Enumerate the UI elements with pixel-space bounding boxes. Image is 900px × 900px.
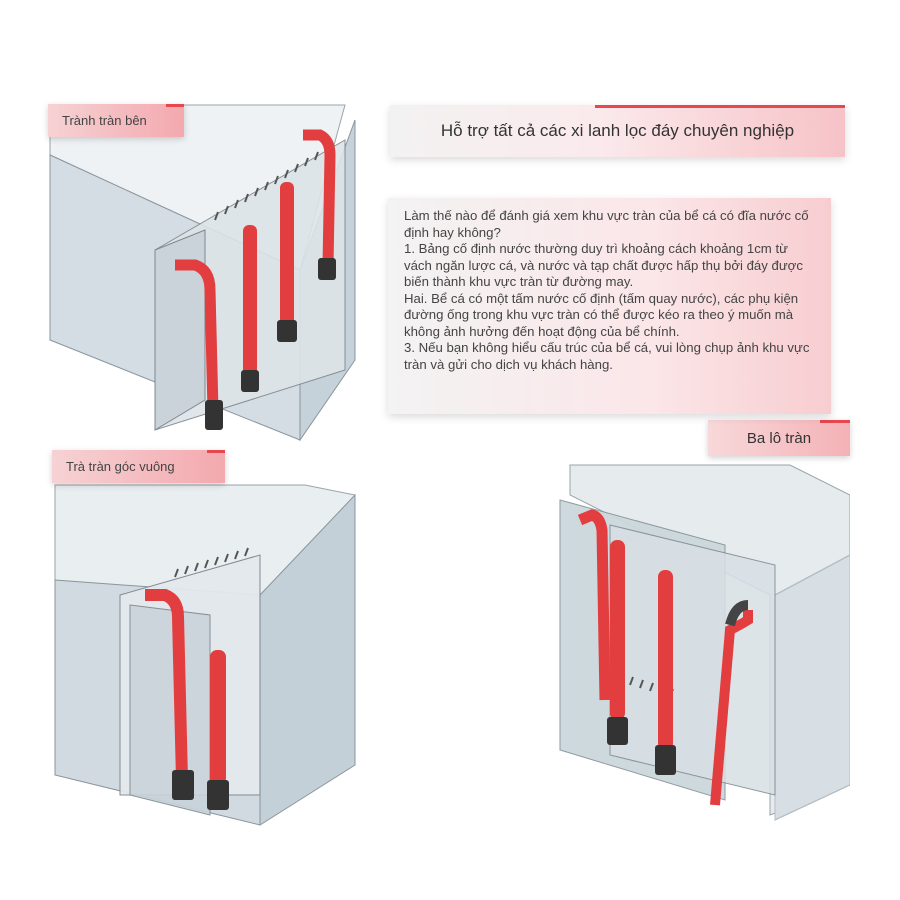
info-line: Hai. Bể cá có một tấm nước cố định (tấm … bbox=[404, 290, 799, 339]
side-overflow-tank-illustration bbox=[49, 104, 356, 442]
info-line: 1. Bảng cố định nước thường duy trì khoả… bbox=[404, 241, 803, 289]
page-title-text: Hỗ trợ tất cả các xi lanh lọc đáy chuyên… bbox=[440, 121, 795, 140]
backpack-overflow-tank-illustration bbox=[559, 464, 850, 821]
label-side-overflow: Trành tràn bên bbox=[48, 104, 184, 137]
info-line: 3. Nếu bạn không hiểu cấu trúc của bể cá… bbox=[404, 340, 810, 372]
page-title: Hỗ trợ tất cả các xi lanh lọc đáy chuyên… bbox=[390, 105, 845, 157]
info-panel: Làm thế nào để đánh giá xem khu vực tràn… bbox=[388, 198, 831, 414]
corner-overflow-tank-illustration bbox=[54, 484, 356, 826]
info-line: Làm thế nào để đánh giá xem khu vực tràn… bbox=[404, 208, 809, 240]
label-backpack-overflow: Ba lô tràn bbox=[708, 420, 850, 456]
label-corner-overflow: Trà tràn góc vuông bbox=[52, 450, 225, 483]
